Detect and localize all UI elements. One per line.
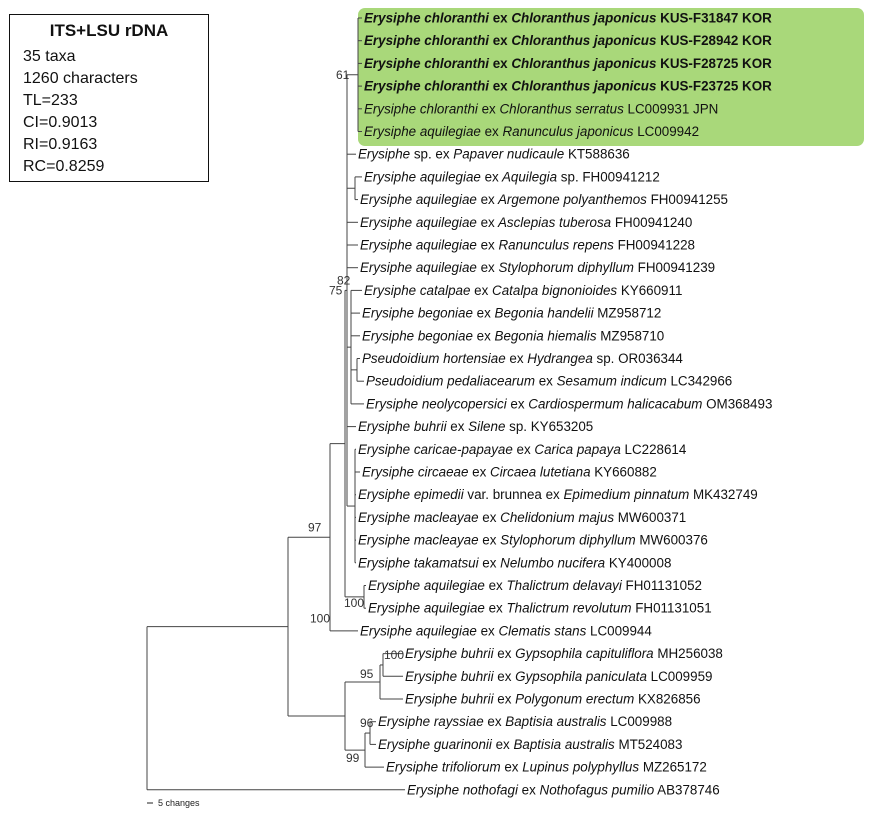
support-value: 100 <box>344 596 364 610</box>
support-value: 100 <box>310 612 330 626</box>
highlighted-tip-label: Erysiphe chloranthi ex Chloranthus japon… <box>364 56 772 71</box>
tip-label: Erysiphe aquilegiae ex Asclepias tuberos… <box>360 215 692 230</box>
tip-label: Pseudoidium hortensiae ex Hydrangea sp. … <box>362 351 683 366</box>
stats-tree-length: TL=233 <box>23 92 78 109</box>
tip-label: Erysiphe buhrii ex Silene sp. KY653205 <box>358 419 593 434</box>
support-value: 75 <box>329 283 343 297</box>
tip-label: Pseudoidium pedaliacearum ex Sesamum ind… <box>366 374 732 389</box>
tip-label: Erysiphe aquilegiae ex Thalictrum revolu… <box>368 601 712 616</box>
tip-label: Erysiphe circaeae ex Circaea lutetiana K… <box>362 465 657 480</box>
tip-label: Erysiphe aquilegiae ex Ranunculus repens… <box>360 238 695 253</box>
tip-label: Erysiphe begoniae ex Begonia hiemalis MZ… <box>362 328 664 343</box>
support-value: 100 <box>384 648 404 662</box>
highlighted-tip-label: Erysiphe chloranthi ex Chloranthus japon… <box>364 33 772 48</box>
tip-label: Erysiphe chloranthi ex Chloranthus serra… <box>364 101 718 116</box>
tip-label: Erysiphe buhrii ex Polygonum erectum KX8… <box>405 692 701 707</box>
tip-label: Erysiphe guarinonii ex Baptisia australi… <box>378 737 682 752</box>
tip-label: Erysiphe aquilegiae ex Ranunculus japoni… <box>364 124 699 139</box>
stats-ri: RI=0.9163 <box>23 136 98 153</box>
highlighted-tip-label: Erysiphe chloranthi ex Chloranthus japon… <box>364 11 772 26</box>
tip-label: Erysiphe aquilegiae ex Thalictrum delava… <box>368 578 702 593</box>
support-value: 97 <box>308 520 322 534</box>
support-value: 95 <box>360 667 374 681</box>
tree-statistics-box: ITS+LSU rDNA 35 taxa 1260 characters TL=… <box>9 14 209 182</box>
stats-rc: RC=0.8259 <box>23 158 105 175</box>
support-value: 96 <box>360 716 374 730</box>
tip-label: Erysiphe aquilegiae ex Clematis stans LC… <box>360 623 652 638</box>
tip-label: Erysiphe macleayae ex Chelidonium majus … <box>358 510 686 525</box>
tip-label: Erysiphe rayssiae ex Baptisia australis … <box>378 714 672 729</box>
tip-label: Erysiphe begoniae ex Begonia handelii MZ… <box>362 306 661 321</box>
support-value: 99 <box>346 751 360 765</box>
highlight-box <box>358 8 864 146</box>
tip-label: Erysiphe neolycopersici ex Cardiospermum… <box>366 396 772 411</box>
tip-label: Erysiphe aquilegiae ex Argemone polyanth… <box>360 192 728 207</box>
tip-label: Erysiphe takamatsui ex Nelumbo nucifera … <box>358 555 671 570</box>
tip-label: Erysiphe trifoliorum ex Lupinus polyphyl… <box>386 760 707 775</box>
tip-label: Erysiphe sp. ex Papaver nudicaule KT5886… <box>358 147 630 162</box>
stats-title: ITS+LSU rDNA <box>49 21 169 40</box>
stats-taxa: 35 taxa <box>23 48 76 65</box>
tip-label: Erysiphe epimedii var. brunnea ex Epimed… <box>358 487 758 502</box>
scale-bar-label: 5 changes <box>158 798 200 808</box>
tip-label: Erysiphe nothofagi ex Nothofagus pumilio… <box>407 782 720 797</box>
stats-ci: CI=0.9013 <box>23 114 98 131</box>
tip-label: Erysiphe aquilegiae ex Stylophorum diphy… <box>360 260 715 275</box>
support-value: 82 <box>337 273 351 287</box>
tip-label: Erysiphe buhrii ex Gypsophila capitulifl… <box>405 646 723 661</box>
stats-characters: 1260 characters <box>23 70 138 87</box>
highlighted-tip-label: Erysiphe chloranthi ex Chloranthus japon… <box>364 79 772 94</box>
tip-label: Erysiphe macleayae ex Stylophorum diphyl… <box>358 533 708 548</box>
tip-label: Erysiphe caricae-papayae ex Carica papay… <box>358 442 687 457</box>
support-value: 61 <box>336 68 350 82</box>
tip-label: Erysiphe catalpae ex Catalpa bignonioide… <box>364 283 682 298</box>
tip-label: Erysiphe aquilegiae ex Aquilegia sp. FH0… <box>364 169 660 184</box>
tip-label: Erysiphe buhrii ex Gypsophila paniculata… <box>405 669 712 684</box>
